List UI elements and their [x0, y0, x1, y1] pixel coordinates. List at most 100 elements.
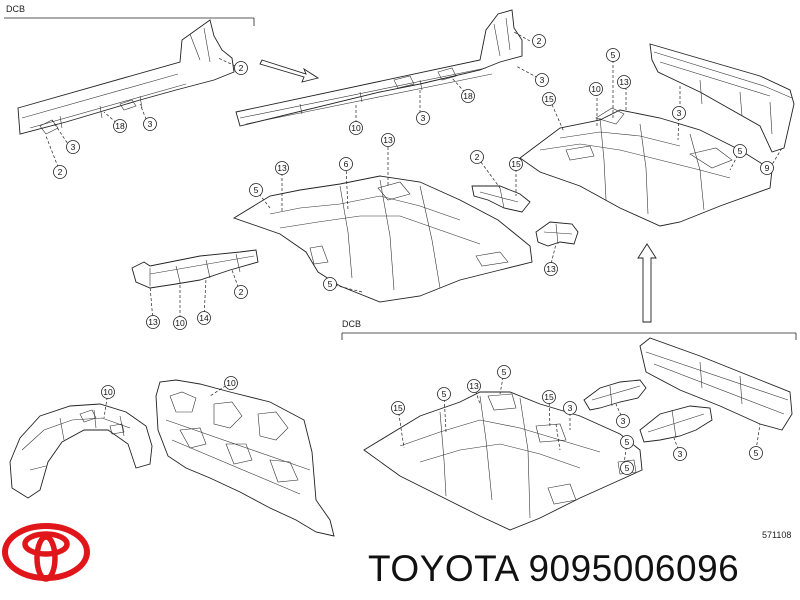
svg-text:5: 5: [442, 389, 447, 399]
callout: 5: [620, 435, 634, 449]
dash-panel: [155, 379, 335, 537]
section-label-bottom: DCB: [342, 319, 361, 329]
svg-text:3: 3: [71, 142, 76, 152]
rocker-panel-right-top: [235, 9, 523, 127]
svg-text:13: 13: [619, 77, 629, 87]
main-floor-pan-bottom: [363, 391, 643, 531]
callout: 15: [391, 401, 405, 415]
floor-bracket-small: [535, 221, 579, 247]
callout: 10: [101, 385, 115, 399]
svg-text:5: 5: [254, 185, 259, 195]
svg-text:5: 5: [625, 463, 630, 473]
svg-text:5: 5: [611, 50, 616, 60]
svg-text:2: 2: [58, 167, 63, 177]
callout: 5: [437, 387, 451, 401]
callout: 5: [620, 461, 634, 475]
callouts: 2 3 2 18 3 2 3 18 10 3 5 10 13 15 3 5 9 …: [53, 34, 774, 475]
svg-text:13: 13: [148, 317, 158, 327]
callout: 15: [542, 390, 556, 404]
svg-text:13: 13: [277, 163, 287, 173]
arrow-right-icon: [259, 59, 320, 83]
callout: 13: [467, 379, 481, 393]
svg-text:15: 15: [393, 403, 403, 413]
callout: 18: [113, 119, 127, 133]
figure-code: 571108: [762, 530, 791, 540]
svg-text:13: 13: [546, 264, 556, 274]
svg-text:10: 10: [351, 123, 361, 133]
callout: 3: [143, 117, 157, 131]
callout: 5: [249, 183, 263, 197]
rear-side-member-top: [649, 43, 795, 153]
svg-text:13: 13: [383, 135, 393, 145]
callout: 2: [470, 150, 484, 164]
callout: 5: [733, 144, 747, 158]
callout: 5: [323, 277, 337, 291]
callout: 18: [461, 89, 475, 103]
callout: 14: [197, 311, 211, 325]
callout: 5: [606, 48, 620, 62]
front-wheel-apron: [9, 403, 153, 499]
callout: 15: [542, 92, 556, 106]
svg-text:3: 3: [678, 449, 683, 459]
svg-text:2: 2: [239, 287, 244, 297]
svg-text:10: 10: [591, 84, 601, 94]
svg-text:2: 2: [475, 152, 480, 162]
svg-text:10: 10: [226, 378, 236, 388]
front-side-member-reinforcement: [131, 249, 259, 289]
svg-text:10: 10: [103, 387, 113, 397]
front-floor-pan: [232, 175, 533, 303]
callout: 3: [535, 73, 549, 87]
svg-text:3: 3: [540, 75, 545, 85]
callout: 3: [672, 106, 686, 120]
floor-crossmember-bottom-1: [583, 379, 647, 411]
brand-part-number: TOYOTA 9095006096: [368, 548, 740, 589]
callout: 15: [509, 157, 523, 171]
callout: 2: [234, 61, 248, 75]
callout: 2: [532, 34, 546, 48]
leader-lines: [45, 31, 783, 465]
svg-text:3: 3: [148, 119, 153, 129]
svg-text:2: 2: [537, 36, 542, 46]
callout: 13: [381, 133, 395, 147]
rear-side-member-bottom: [639, 337, 793, 431]
callout: 13: [275, 161, 289, 175]
callout: 5: [749, 446, 763, 460]
svg-text:5: 5: [502, 367, 507, 377]
callout: 3: [563, 401, 577, 415]
callout: 10: [589, 82, 603, 96]
callout: 13: [617, 75, 631, 89]
rocker-panel-left-top: [17, 19, 235, 135]
svg-text:13: 13: [469, 381, 479, 391]
callout: 6: [339, 157, 353, 171]
callout: 3: [673, 447, 687, 461]
callout: 2: [234, 285, 248, 299]
callout: 2: [53, 165, 67, 179]
svg-text:14: 14: [199, 313, 209, 323]
svg-text:5: 5: [738, 146, 743, 156]
svg-text:3: 3: [677, 108, 682, 118]
callout: 3: [66, 140, 80, 154]
section-label-top: DCB: [6, 4, 25, 14]
svg-text:10: 10: [175, 318, 185, 328]
floor-crossmember-bottom-2: [639, 405, 713, 443]
svg-text:3: 3: [421, 113, 426, 123]
svg-text:15: 15: [511, 159, 521, 169]
svg-text:3: 3: [621, 416, 626, 426]
callout: 5: [497, 365, 511, 379]
callout: 10: [224, 376, 238, 390]
svg-text:5: 5: [328, 279, 333, 289]
rear-floor-pan-top: [519, 107, 773, 227]
svg-text:18: 18: [115, 121, 125, 131]
callout: 10: [173, 316, 187, 330]
svg-text:3: 3: [568, 403, 573, 413]
callout: 13: [544, 262, 558, 276]
svg-text:9: 9: [765, 163, 770, 173]
svg-text:5: 5: [754, 448, 759, 458]
callout: 3: [416, 111, 430, 125]
arrow-up-icon: [637, 243, 657, 323]
svg-text:6: 6: [344, 159, 349, 169]
svg-text:2: 2: [239, 63, 244, 73]
svg-text:15: 15: [544, 392, 554, 402]
svg-text:15: 15: [544, 94, 554, 104]
